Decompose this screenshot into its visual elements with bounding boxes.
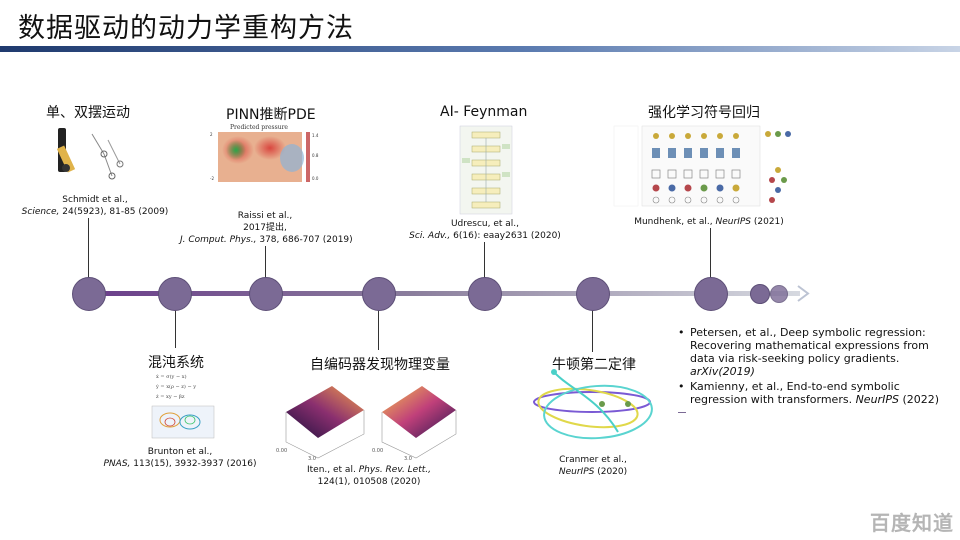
svg-text:0.00: 0.00 <box>372 448 383 454</box>
connector-newton <box>592 308 593 352</box>
timeline-node-autoencoder[interactable] <box>362 277 396 311</box>
connector-pinn <box>265 246 266 278</box>
watermark: 百度知道 <box>870 511 954 535</box>
svg-text:ẏ = x(ρ − z) − y: ẏ = x(ρ − z) − y <box>155 383 196 390</box>
pendulum-figure <box>56 128 124 180</box>
svg-text:0.0: 0.0 <box>312 176 319 181</box>
connector-autoencoder <box>378 308 379 350</box>
label-newton: 牛顿第二定律 <box>552 357 636 373</box>
cite-rl: Mundhenk, et al., NeurIPS (2021) <box>634 217 784 227</box>
reference-item: Petersen, et al., Deep symbolic regressi… <box>676 326 951 378</box>
svg-text:-2: -2 <box>210 176 214 181</box>
bullet-dash <box>678 412 686 413</box>
cite-newton: Cranmer et al., NeurIPS (2020) <box>558 455 628 477</box>
title-underline <box>0 46 960 52</box>
connector-feynman <box>484 242 485 278</box>
timeline-node-next-1 <box>750 284 770 304</box>
timeline-bar <box>88 291 800 296</box>
feynman-flowchart-figure <box>459 125 513 215</box>
label-pinn: PINN推断PDE <box>226 107 316 123</box>
pinn-fig-title: Predicted pressure <box>230 124 288 131</box>
svg-text:0.8: 0.8 <box>312 153 319 158</box>
timeline-arrow-icon <box>797 285 810 302</box>
references-list: Petersen, et al., Deep symbolic regressi… <box>676 326 951 408</box>
svg-text:0.00: 0.00 <box>276 448 287 454</box>
cite-chaos: Brunton et al., PNAS, 113(15), 3932-3937… <box>103 447 257 469</box>
pinn-heatmap-figure: Predicted pressure 1.4 0.8 0.0 2 -2 <box>210 124 319 182</box>
svg-text:3.0: 3.0 <box>404 456 412 462</box>
newton-orbits-figure <box>533 369 653 440</box>
cite-autoencoder: Iten., et al. Phys. Rev. Lett., 124(1), … <box>307 465 431 487</box>
svg-text:ż = xy − βz: ż = xy − βz <box>156 394 185 400</box>
svg-text:2: 2 <box>210 132 213 137</box>
timeline-node-rl[interactable] <box>694 277 728 311</box>
cite-feynman: Udrescu, et al., Sci. Adv., 6(16): eaay2… <box>409 219 561 241</box>
timeline-node-newton[interactable] <box>576 277 610 311</box>
rl-diagram-figure <box>613 125 791 207</box>
autoencoder-surfaces-figure: 0.00 3.0 0.00 3.0 <box>276 386 457 462</box>
cite-pinn: Raissi et al., 2017提出, J. Comput. Phys.,… <box>180 211 353 245</box>
page-title: 数据驱动的动力学重构方法 <box>18 13 354 44</box>
label-feynman: AI- Feynman <box>440 104 528 120</box>
timeline-node-pinn[interactable] <box>249 277 283 311</box>
label-rl: 强化学习符号回归 <box>648 105 760 121</box>
svg-text:1.4: 1.4 <box>312 133 319 138</box>
timeline <box>88 285 810 302</box>
timeline-node-next-2 <box>770 285 788 303</box>
connector-pendulum <box>88 218 89 278</box>
label-chaos: 混沌系统 <box>148 355 204 371</box>
reference-item: Kamienny, et al., End-to-end symbolic re… <box>676 380 951 406</box>
connector-chaos <box>175 308 176 348</box>
label-pendulum: 单、双摆运动 <box>46 105 130 121</box>
chaos-figure: ẋ = σ(y − x) ẏ = x(ρ − z) − y ż = xy − β… <box>151 373 215 439</box>
svg-text:3.0: 3.0 <box>308 456 316 462</box>
connector-rl <box>710 228 711 278</box>
label-autoencoder: 自编码器发现物理变量 <box>310 357 450 373</box>
timeline-node-chaos[interactable] <box>158 277 192 311</box>
timeline-node-feynman[interactable] <box>468 277 502 311</box>
svg-text:ẋ = σ(y − x): ẋ = σ(y − x) <box>156 373 187 380</box>
cite-pendulum: Schmidt et al., Science, 24(5923), 81-85… <box>21 195 169 217</box>
timeline-node-pendulum[interactable] <box>72 277 106 311</box>
